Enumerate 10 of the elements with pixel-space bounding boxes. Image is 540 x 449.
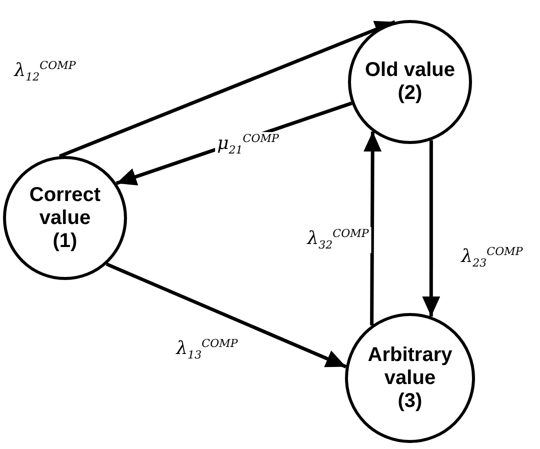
arrow xyxy=(58,20,396,158)
state-label: Arbitrary value xyxy=(366,344,454,390)
state-label: (3) xyxy=(398,390,422,412)
state-label: (1) xyxy=(52,230,78,252)
state-label: Correct value xyxy=(28,184,102,230)
arrow xyxy=(364,132,382,326)
state-label: Old value xyxy=(364,59,456,82)
arrow xyxy=(106,262,347,368)
state-label: (2) xyxy=(398,82,422,105)
arrow xyxy=(422,140,440,317)
